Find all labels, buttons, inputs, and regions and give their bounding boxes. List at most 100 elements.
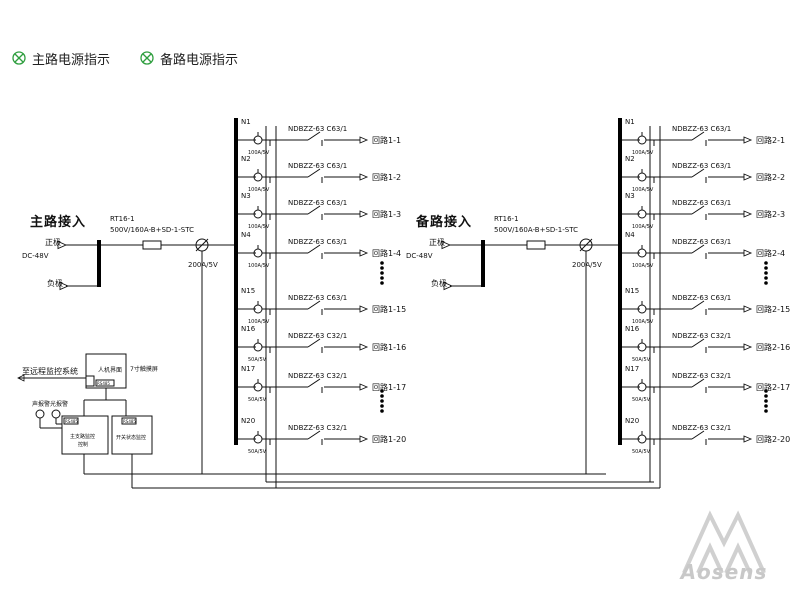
positive-terminal-icon — [57, 240, 68, 250]
dc-busbar — [618, 118, 622, 445]
branch-loop-label: 回路1-16 — [372, 342, 406, 352]
breaker-model-label: NDBZZ-63 C63/1 — [672, 162, 731, 170]
continuation-dots — [380, 394, 384, 398]
breaker-model-label: NDBZZ-63 C63/1 — [288, 199, 347, 207]
continuation-dots — [380, 281, 384, 285]
branch-loop-label: 回路2-1 — [756, 135, 785, 145]
breaker-model-label: NDBZZ-63 C63/1 — [288, 125, 347, 133]
branch-number-label: N3 — [241, 192, 251, 200]
branch-shunt-label: 50A/5V — [632, 357, 651, 363]
breaker-model-label: NDBZZ-63 C63/1 — [672, 294, 731, 302]
branch-loop-label: 回路2-15 — [756, 304, 790, 314]
branch-loop-label: 回路1-1 — [372, 135, 401, 145]
breaker-contact-symbol — [691, 131, 705, 141]
input-voltage-label: DC-48V — [22, 252, 49, 260]
legend-main-label: 主路电源指示 — [32, 52, 111, 68]
branch-number-label: N4 — [625, 231, 635, 239]
branch-shunt-label: 100A/5V — [632, 224, 654, 230]
module-port — [63, 417, 79, 425]
breaker-contact-symbol — [307, 378, 321, 388]
breaker-contact-symbol — [691, 168, 705, 178]
continuation-dots — [764, 409, 768, 413]
continuation-dots — [764, 271, 768, 275]
branch-number-label: N2 — [625, 155, 635, 163]
breaker-model-label: NDBZZ-63 C63/1 — [288, 162, 347, 170]
branch-number-label: N1 — [625, 118, 635, 126]
branch-output-arrow — [359, 136, 369, 144]
input-pole-bar — [97, 240, 101, 287]
branch-output-arrow — [743, 383, 753, 391]
breaker-contact-symbol — [307, 131, 321, 141]
main-shunt-label: 200A/5V — [188, 261, 218, 269]
negative-terminal-label: 负极 — [431, 278, 447, 288]
continuation-dots — [764, 404, 768, 408]
branch-shunt-label: 100A/5V — [632, 187, 654, 193]
branch-loop-label: 回路1-20 — [372, 434, 406, 444]
branch-number-label: N15 — [241, 287, 255, 295]
continuation-dots — [380, 389, 384, 393]
branch-shunt-label: 50A/5V — [632, 397, 651, 403]
branch-output-arrow — [743, 343, 753, 351]
branch-shunt-label: 100A/5V — [248, 263, 270, 269]
legend-backup-power: 备路电源指示 — [140, 48, 238, 68]
switch-monitor-label: 开关状态监控 — [116, 434, 146, 441]
input-pole-bar — [481, 240, 485, 287]
continuation-dots — [764, 281, 768, 285]
branch-number-label: N17 — [625, 365, 639, 373]
continuation-dots — [764, 276, 768, 280]
branch-output-arrow — [743, 305, 753, 313]
branch-output-arrow — [743, 435, 753, 443]
branch-loop-label: 回路1-4 — [372, 248, 401, 258]
breaker-model-label: NDBZZ-63 C63/1 — [672, 199, 731, 207]
light-alarm-icon — [51, 409, 61, 419]
continuation-dots — [764, 399, 768, 403]
branch-number-label: N2 — [241, 155, 251, 163]
breaker-model-label: NDBZZ-63 C63/1 — [288, 238, 347, 246]
sound-alarm-icon — [35, 409, 45, 419]
branch-number-label: N16 — [625, 325, 640, 333]
breaker-contact-symbol — [691, 338, 705, 348]
legend-backup-label: 备路电源指示 — [160, 52, 239, 68]
branch-output-arrow — [359, 173, 369, 181]
breaker-contact-symbol — [691, 300, 705, 310]
branch-number-label: N17 — [241, 365, 255, 373]
continuation-dots — [764, 266, 768, 270]
breaker-contact-symbol — [691, 378, 705, 388]
breaker-contact-symbol — [307, 338, 321, 348]
main-shunt-label: 200A/5V — [572, 261, 602, 269]
breaker-model-label: NDBZZ-63 C32/1 — [672, 424, 731, 432]
breaker-model-label: NDBZZ-63 C32/1 — [288, 372, 347, 380]
breaker-contact-symbol — [691, 205, 705, 215]
breaker-model-label: NDBZZ-63 C63/1 — [672, 238, 731, 246]
branch-loop-label: 回路1-3 — [372, 209, 401, 219]
branch-loop-label: 回路2-17 — [756, 382, 790, 392]
rs485-label: RS485 — [97, 381, 110, 386]
branch-loop-label: 回路2-2 — [756, 172, 785, 182]
module-port — [121, 417, 137, 425]
branch-number-label: N3 — [625, 192, 635, 200]
fuse-symbol — [526, 240, 546, 250]
breaker-contact-symbol — [691, 430, 705, 440]
branch-output-arrow — [743, 210, 753, 218]
aosens-logo-icon — [682, 510, 766, 574]
branch-loop-label: 回路1-2 — [372, 172, 401, 182]
positive-terminal-label: 正极 — [429, 237, 445, 247]
branch-shunt-label: 100A/5V — [248, 150, 270, 156]
touchscreen-label: 7寸触摸屏 — [130, 365, 158, 373]
branch-number-label: N1 — [241, 118, 251, 126]
hmi-port — [85, 375, 95, 387]
branch-loop-label: 回路1-17 — [372, 382, 406, 392]
branch-shunt-label: 100A/5V — [632, 319, 654, 325]
continuation-dots — [764, 394, 768, 398]
fuse-model-label: RT16-1 — [494, 215, 519, 223]
indicator-lamp-icon — [12, 51, 26, 65]
breaker-contact-symbol — [307, 168, 321, 178]
branch-output-arrow — [743, 136, 753, 144]
branch-shunt-label: 50A/5V — [632, 449, 651, 455]
branch-output-arrow — [359, 210, 369, 218]
branch-shunt-label: 50A/5V — [248, 357, 267, 363]
remote-monitor-label: 至远程监控系统 — [22, 366, 78, 376]
branch-output-arrow — [743, 249, 753, 257]
branch-number-label: N4 — [241, 231, 251, 239]
